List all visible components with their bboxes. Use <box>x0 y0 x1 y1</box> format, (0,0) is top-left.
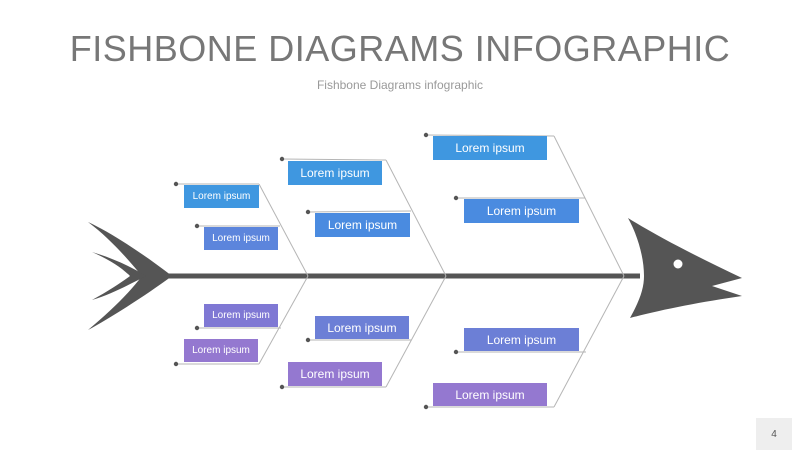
bone-endpoint-dot <box>423 404 429 410</box>
bone-endpoint-dot <box>305 337 311 343</box>
bone-endpoint-dot <box>453 195 459 201</box>
bone-endpoint-dot <box>279 156 285 162</box>
bone-line <box>258 183 309 277</box>
cause-label-box: Lorem ipsum <box>464 199 579 223</box>
cause-label-box: Lorem ipsum <box>315 213 410 237</box>
cause-label-box: Lorem ipsum <box>315 316 409 339</box>
rib-line <box>281 158 387 161</box>
rib-line <box>425 134 555 137</box>
cause-label-box: Lorem ipsum <box>204 304 278 327</box>
bone-endpoint-dot <box>173 361 179 367</box>
fish-tail-inner-icon <box>92 252 146 300</box>
bone-endpoint-dot <box>173 181 179 187</box>
bone-endpoint-dot <box>194 223 200 229</box>
cause-label-box: Lorem ipsum <box>464 328 579 351</box>
page-subtitle: Fishbone Diagrams infographic <box>316 78 484 92</box>
cause-label-box: Lorem ipsum <box>184 185 259 208</box>
bone-endpoint-dot <box>194 325 200 331</box>
bone-line <box>258 275 309 365</box>
fish-tail-icon <box>88 222 172 330</box>
bone-line <box>553 135 625 277</box>
cause-label-box: Lorem ipsum <box>184 339 258 362</box>
cause-label-box: Lorem ipsum <box>433 383 547 406</box>
bone-line <box>553 275 625 408</box>
page-number: 4 <box>756 418 792 450</box>
bone-line <box>385 159 447 277</box>
cause-label-box: Lorem ipsum <box>204 227 278 250</box>
cause-label-box: Lorem ipsum <box>288 362 382 386</box>
bone-endpoint-dot <box>279 384 285 390</box>
fish-head-icon <box>628 218 742 318</box>
bone-endpoint-dot <box>305 209 311 215</box>
bone-endpoint-dot <box>423 132 429 138</box>
bone-endpoint-dot <box>453 349 459 355</box>
rib-line <box>307 210 412 213</box>
page-title: FISHBONE DIAGRAMS INFOGRAPHIC <box>69 28 731 69</box>
cause-label-box: Lorem ipsum <box>288 161 382 185</box>
bone-line <box>385 275 447 388</box>
cause-label-box: Lorem ipsum <box>433 136 547 160</box>
fish-eye-icon <box>671 257 685 271</box>
